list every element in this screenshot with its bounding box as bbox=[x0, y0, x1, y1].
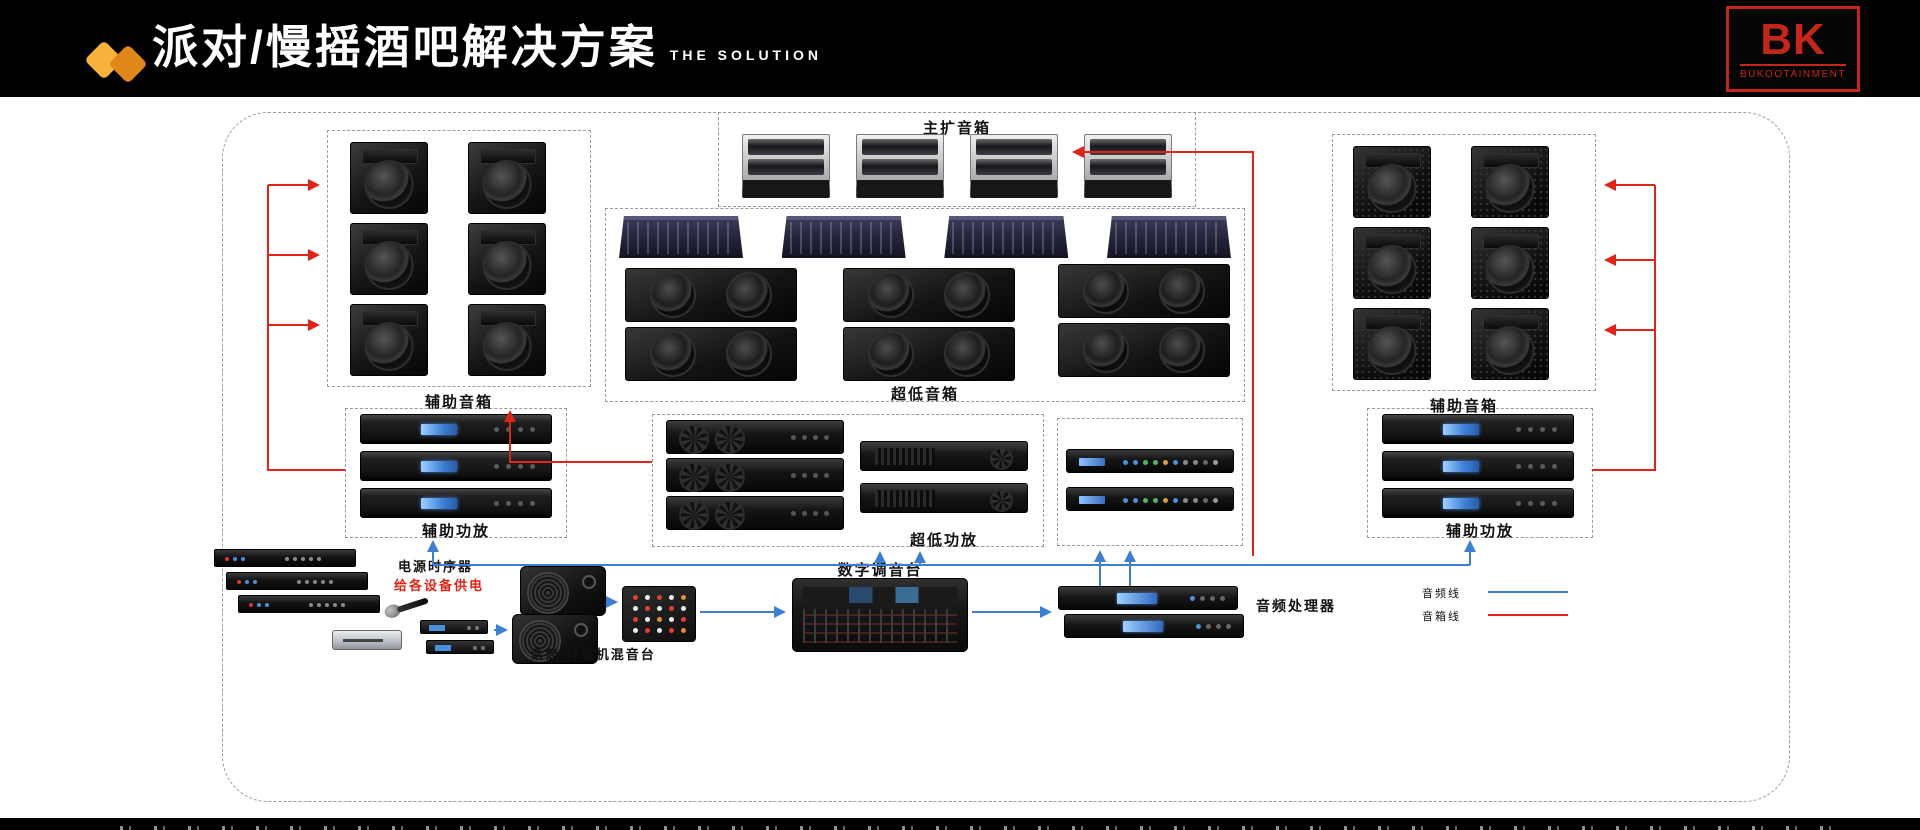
brand-company-name: BUKOOTAINMENT bbox=[1740, 64, 1846, 80]
main-speakers-label: 主扩音箱 bbox=[922, 120, 991, 137]
power-sequencer-icon bbox=[238, 595, 380, 613]
processor-rack-unit-icon bbox=[1066, 487, 1234, 511]
aux-speaker-icon bbox=[350, 304, 428, 376]
dj-turntable-icon bbox=[520, 566, 606, 616]
main-speaker-icon bbox=[1084, 134, 1172, 198]
subwoofer-stack bbox=[843, 268, 1015, 381]
digital-console-icon bbox=[792, 578, 968, 652]
aux-speakers-left-grid bbox=[350, 142, 546, 376]
amplifier-icon bbox=[360, 414, 552, 444]
main-speaker-icon bbox=[742, 134, 830, 198]
mic-receiver-icon bbox=[420, 620, 488, 634]
aux-speaker-icon bbox=[468, 223, 546, 295]
subwoofer-icon bbox=[625, 327, 797, 381]
aux-speaker-icon bbox=[468, 304, 546, 376]
aux-speaker-icon bbox=[1471, 308, 1549, 380]
subwoofer-amplifier-icon bbox=[666, 458, 844, 492]
line-array-horn-row bbox=[619, 216, 1231, 258]
page-subtitle: THE SOLUTION bbox=[669, 47, 823, 64]
subwoofer-stack bbox=[625, 268, 797, 381]
subwoofer-icon bbox=[1058, 323, 1230, 377]
brand-logo: BK BUKOOTAINMENT bbox=[1726, 6, 1860, 92]
line-array-horn-icon bbox=[781, 216, 906, 258]
knobs-icon bbox=[824, 511, 829, 516]
subwoofers-label: 超低音箱 bbox=[890, 386, 959, 403]
aux-speaker-icon bbox=[350, 142, 428, 214]
sub-amps-group-box bbox=[652, 414, 1044, 547]
footer-bar bbox=[0, 818, 1920, 830]
main-speaker-icon bbox=[856, 134, 944, 198]
sub-amps-label: 超低功放 bbox=[909, 532, 978, 549]
line-array-horn-icon bbox=[944, 216, 1069, 258]
subwoofer-stack bbox=[1058, 264, 1230, 377]
dj-turntable-icon bbox=[512, 614, 598, 664]
aux-amps-right-group-box bbox=[1367, 408, 1593, 538]
power-sequencer-label: 电源时序器 bbox=[398, 559, 474, 574]
subwoofer-icon bbox=[1058, 264, 1230, 318]
audio-processor-icon bbox=[1064, 614, 1244, 638]
aux-amps-right-stack bbox=[1382, 414, 1574, 518]
aux-speaker-icon bbox=[468, 142, 546, 214]
power-sequencer-icon bbox=[214, 549, 356, 567]
subwoofer-amplifier-icon bbox=[666, 420, 844, 454]
amplifier-icon bbox=[360, 451, 552, 481]
subwoofer-amplifier-icon bbox=[860, 483, 1028, 513]
audio-processor-label: 音频处理器 bbox=[1256, 598, 1336, 614]
amplifier-icon bbox=[1382, 451, 1574, 481]
aux-speakers-right-label: 辅助音箱 bbox=[1429, 398, 1498, 415]
main-speaker-icon bbox=[970, 134, 1058, 198]
aux-amps-left-label: 辅助功放 bbox=[421, 523, 490, 540]
subwoofer-icon bbox=[625, 268, 797, 322]
power-sequencer-icon bbox=[226, 572, 368, 590]
processor-rack-group-box bbox=[1057, 418, 1243, 546]
header-bar: 派对/慢摇酒吧解决方案 THE SOLUTION BK BUKOOTAINMEN… bbox=[0, 0, 1920, 97]
subwoofer-icon bbox=[843, 268, 1015, 322]
line-array-horn-icon bbox=[1106, 216, 1231, 258]
subwoofer-icon bbox=[843, 327, 1015, 381]
page-title: 派对/慢摇酒吧解决方案 bbox=[152, 21, 658, 73]
knobs-icon bbox=[824, 435, 829, 440]
brand-logo-text: BK bbox=[1760, 15, 1826, 64]
power-sequencer-note: 给各设备供电 bbox=[394, 578, 485, 593]
digital-console-label: 数字调音台 bbox=[837, 562, 923, 579]
aux-speakers-right-grid bbox=[1353, 146, 1549, 380]
aux-speaker-icon bbox=[1471, 227, 1549, 299]
amplifier-icon bbox=[1382, 414, 1574, 444]
aux-speaker-icon bbox=[1353, 146, 1431, 218]
knobs-icon bbox=[824, 473, 829, 478]
processor-rack-unit-icon bbox=[1066, 449, 1234, 473]
dj-mixer-label: 话筒/打碟机混音台 bbox=[530, 647, 656, 662]
mic-receiver-icon bbox=[426, 640, 494, 654]
legend-speaker-line-swatch bbox=[1488, 614, 1568, 616]
audio-processor-icon bbox=[1058, 586, 1238, 610]
aux-speaker-icon bbox=[1353, 308, 1431, 380]
legend-audio-line-swatch bbox=[1488, 591, 1568, 593]
subwoofer-amplifier-icon bbox=[860, 441, 1028, 471]
line-array-horn-icon bbox=[619, 216, 743, 258]
legend-audio-line-label: 音频线 bbox=[1422, 588, 1461, 600]
main-speakers-row bbox=[718, 134, 1196, 198]
aux-speakers-left-label: 辅助音箱 bbox=[424, 394, 493, 411]
aux-amps-left-group-box bbox=[345, 408, 567, 538]
title-row: 派对/慢摇酒吧解决方案 THE SOLUTION bbox=[152, 20, 822, 75]
aux-speaker-icon bbox=[1353, 227, 1431, 299]
aux-amps-left-stack bbox=[360, 414, 552, 518]
amplifier-icon bbox=[1382, 488, 1574, 518]
amplifier-icon bbox=[360, 488, 552, 518]
media-player-icon bbox=[332, 630, 402, 650]
aux-amps-right-label: 辅助功放 bbox=[1445, 523, 1514, 540]
dj-mixer-icon bbox=[622, 586, 696, 642]
legend-speaker-line-label: 音箱线 bbox=[1422, 611, 1461, 623]
subwoofer-amplifier-icon bbox=[666, 496, 844, 530]
aux-speaker-icon bbox=[350, 223, 428, 295]
sub-amps-stack bbox=[666, 420, 844, 530]
aux-speaker-icon bbox=[1471, 146, 1549, 218]
